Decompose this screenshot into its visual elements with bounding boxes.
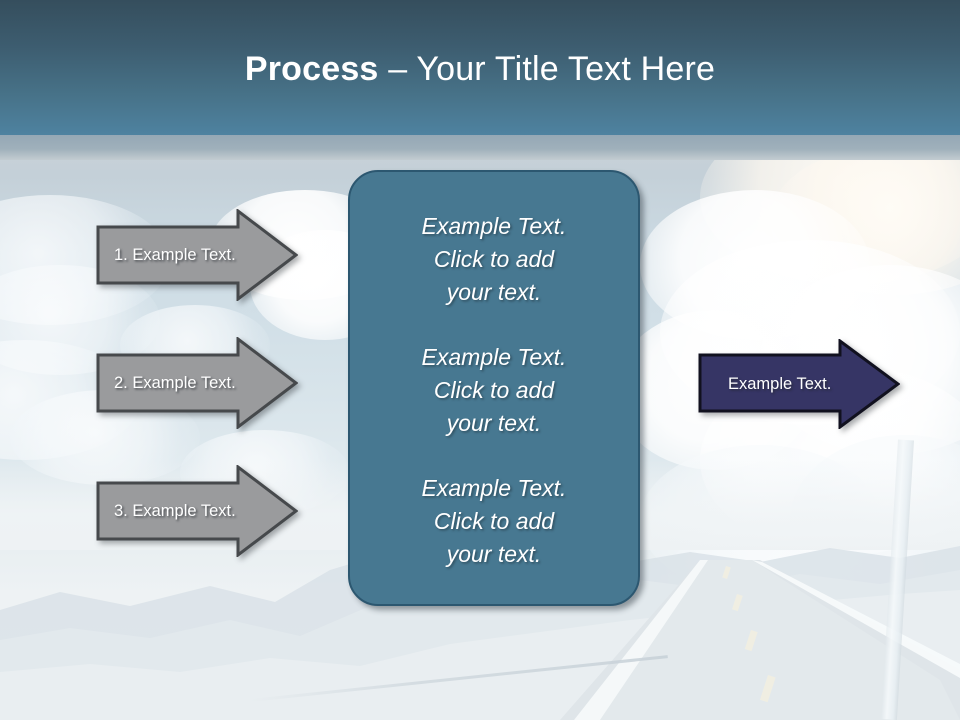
header-underband: [0, 135, 960, 160]
center-content-panel[interactable]: Example Text. Click to add your text. Ex…: [348, 170, 640, 606]
page-title-rest: – Your Title Text Here: [378, 50, 716, 88]
panel-text-block-2[interactable]: Example Text. Click to add your text.: [421, 344, 567, 436]
step-arrow-2-label: 2. Example Text.: [114, 374, 236, 392]
step-arrow-2[interactable]: 2. Example Text.: [96, 337, 298, 429]
page-title: Process – Your Title Text Here: [0, 48, 960, 90]
slide-title-bar: Process – Your Title Text Here: [0, 0, 960, 135]
arrow-right-icon: [698, 339, 900, 429]
cloud-puff: [770, 145, 960, 295]
guard-rail: [249, 655, 668, 702]
arrow-right-icon: [96, 209, 298, 301]
result-arrow-label: Example Text.: [728, 375, 832, 393]
panel-text-block-3[interactable]: Example Text. Click to add your text.: [421, 475, 567, 567]
page-title-bold: Process: [244, 50, 379, 88]
arrow-right-icon: [96, 337, 298, 429]
step-arrow-3[interactable]: 3. Example Text.: [96, 465, 298, 557]
arrow-right-icon: [96, 465, 298, 557]
step-arrow-1[interactable]: 1. Example Text.: [96, 209, 298, 301]
step-arrow-3-label: 3. Example Text.: [114, 502, 236, 520]
panel-text-block-1[interactable]: Example Text. Click to add your text.: [421, 213, 567, 305]
cloud-puff: [640, 190, 870, 340]
result-arrow[interactable]: Example Text.: [698, 339, 900, 429]
step-arrow-1-label: 1. Example Text.: [114, 246, 236, 264]
